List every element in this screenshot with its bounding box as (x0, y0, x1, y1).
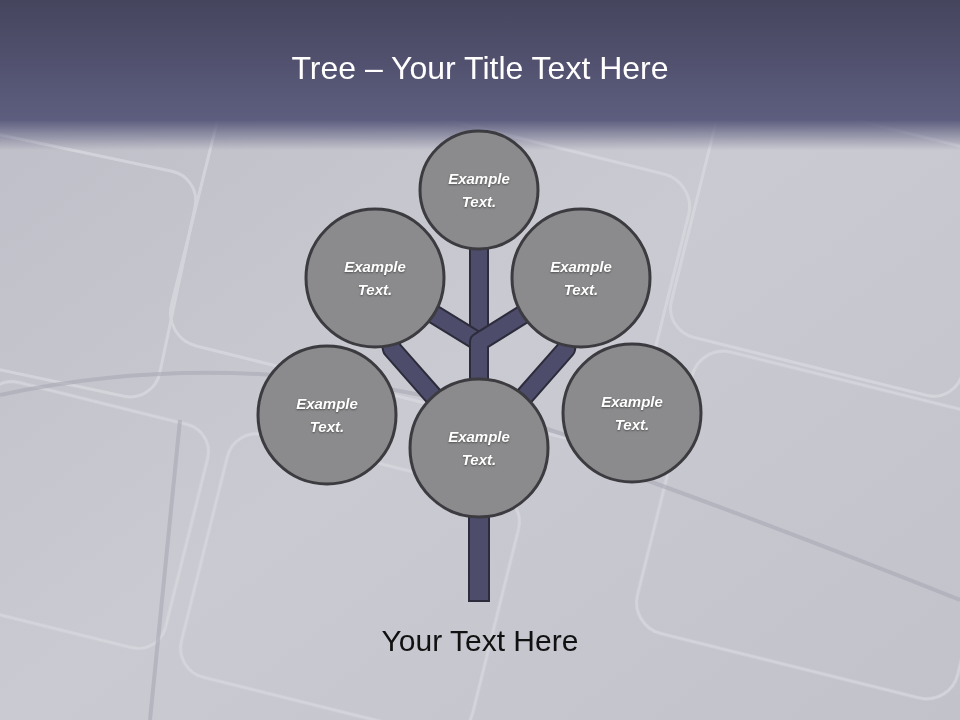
tree-circle: Example Text. (304, 207, 446, 349)
tree-branch (525, 346, 567, 397)
slide-title: Tree – Your Title Text Here (0, 50, 960, 87)
tree-circle: Example Text. (418, 129, 540, 251)
slide-caption: Your Text Here (0, 624, 960, 658)
circle-outline (304, 207, 446, 349)
circle-text: Example Text. (592, 390, 672, 436)
circle-outline (418, 129, 540, 251)
circle-text: Example Text. (439, 425, 519, 471)
tree-branch (391, 345, 433, 396)
circle-text: Example Text. (541, 255, 621, 301)
tree-circle: Example Text. (256, 344, 398, 486)
circle-text: Example Text. (287, 392, 367, 438)
circle-text: Example Text. (439, 167, 519, 213)
tree-circle: Example Text. (408, 377, 550, 519)
circle-outline (408, 377, 550, 519)
circle-text: Example Text. (335, 255, 415, 301)
circle-outline (510, 207, 652, 349)
tree-circle: Example Text. (510, 207, 652, 349)
tree-branch (479, 315, 523, 379)
circle-outline (256, 344, 398, 486)
circle-outline (561, 342, 703, 484)
tree-circle: Example Text. (561, 342, 703, 484)
